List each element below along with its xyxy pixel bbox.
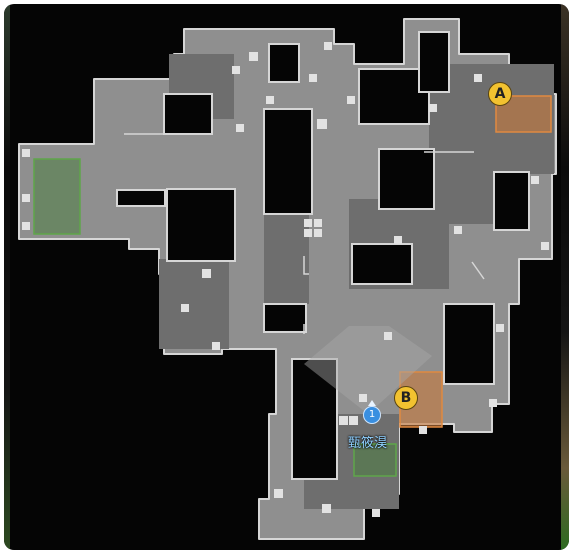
player-vision-cone bbox=[304, 326, 432, 414]
dark-zone-2 bbox=[264, 214, 309, 304]
spawn-zone-bottom bbox=[353, 443, 397, 477]
void-areas bbox=[116, 31, 530, 480]
dark-zone-6 bbox=[159, 259, 229, 349]
site-a-marker: A bbox=[488, 82, 512, 106]
wall-details bbox=[124, 133, 485, 334]
player-marker: 1 bbox=[363, 406, 381, 424]
void-6 bbox=[116, 189, 166, 207]
player-direction-icon bbox=[368, 400, 376, 406]
void-3 bbox=[418, 31, 450, 93]
void-1 bbox=[268, 43, 300, 83]
spawn-zone-left bbox=[33, 158, 81, 235]
site-b-marker: B bbox=[394, 386, 418, 410]
void-2 bbox=[358, 68, 430, 125]
void-9 bbox=[263, 303, 307, 333]
map-layout bbox=[18, 18, 557, 540]
void-7 bbox=[378, 148, 435, 210]
minimap-panel: A B 1 甄筱淏 bbox=[4, 4, 569, 550]
void-13 bbox=[163, 93, 213, 135]
player-name-label: 甄筱淏 bbox=[348, 436, 388, 451]
void-11 bbox=[443, 303, 495, 385]
void-5 bbox=[166, 188, 236, 262]
right-edge-strip bbox=[561, 4, 569, 550]
void-8 bbox=[351, 243, 413, 285]
void-12 bbox=[291, 358, 338, 480]
crates bbox=[22, 42, 549, 517]
left-edge-strip bbox=[4, 4, 10, 550]
void-4 bbox=[263, 108, 313, 215]
void-10 bbox=[493, 171, 530, 231]
